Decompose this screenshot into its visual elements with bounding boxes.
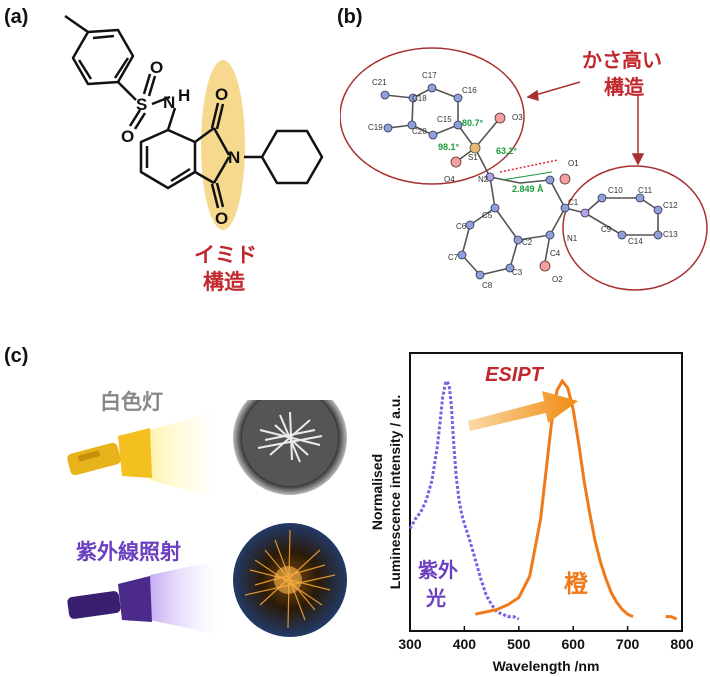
atom-label: C20 (412, 127, 427, 136)
atom-label: C8 (482, 281, 493, 290)
luminescence-spectrum-chart: 300 400 500 600 700 800 Wavelength /nm Normal… (369, 352, 694, 674)
atom-label: C6 (456, 222, 467, 231)
series-layer (408, 377, 678, 621)
atom-label: C4 (550, 249, 561, 258)
sample-white-light-photo (233, 400, 347, 495)
uv-lamp-label: 紫外線照射 (76, 540, 181, 564)
structure-diagram-a: S N H O O O O N (64, 14, 324, 230)
atom-s: S (136, 95, 147, 114)
atom-o-sulfonyl-1: O (150, 58, 163, 77)
series-line-3 (665, 615, 678, 621)
esipt-label: ESIPT (485, 364, 545, 386)
x-axis-ticks: 300 400 500 600 700 800 (398, 626, 694, 652)
white-lamp-label: 白色灯 (100, 390, 163, 414)
atom-n-imide: N (228, 148, 240, 167)
uv-light-label-line1: 紫外 (418, 558, 458, 582)
angle-label-3: 63.2° (496, 146, 518, 156)
atom-label: C16 (462, 86, 477, 95)
hbond-distance-label: 2.849 Å (512, 184, 544, 194)
x-tick-label: 400 (453, 636, 477, 652)
series-line-2 (474, 378, 634, 618)
atom-label: N1 (567, 234, 578, 243)
bulky-circle-tosyl (340, 47, 525, 185)
atom-label: C12 (663, 201, 678, 210)
bulky-label: かさ高い (582, 48, 662, 72)
atom-label: C9 (601, 225, 612, 234)
bulky-circle-cyclohexyl (562, 165, 708, 291)
y-axis-title-line2: Luminescence intensity / a.u. (387, 395, 403, 590)
panel-label-a: (a) (4, 6, 29, 28)
atom-label: C13 (663, 230, 678, 239)
arrows (526, 81, 645, 166)
atom-label: C2 (522, 238, 533, 247)
atom-o-carbonyl-2: O (215, 209, 228, 228)
atom-o-sulfonyl-2: O (121, 127, 134, 146)
panel-label-b: (b) (337, 6, 363, 28)
atom-n-amide: N (163, 93, 175, 112)
x-tick-label: 800 (670, 636, 694, 652)
plot-frame (409, 352, 683, 632)
x-tick-label: 700 (616, 636, 640, 652)
atom-label: C11 (638, 186, 653, 195)
atom-label: C10 (608, 186, 623, 195)
x-axis-title: Wavelength /nm (493, 658, 600, 674)
atom-labels: C21 C17 C16 C18 C15 O3 C19 C20 S1 O4 N2 … (368, 71, 678, 290)
atom-label: S1 (468, 153, 478, 162)
atom-label: C17 (422, 71, 437, 80)
angle-label-1: 80.7° (462, 118, 484, 128)
imide-label: イミド (194, 243, 257, 267)
atom-label: C14 (628, 237, 643, 246)
imide-structure-label: 構造 (203, 270, 245, 294)
x-tick-label: 300 (398, 636, 422, 652)
uv-flashlight-icon (67, 560, 220, 635)
crystal-structure-b: C21 C17 C16 C18 C15 O3 C19 C20 S1 O4 N2 … (340, 47, 708, 291)
atom-label: C3 (512, 268, 523, 277)
angle-label-2: 98.1° (438, 142, 460, 152)
bulky-structure-label: 構造 (604, 75, 644, 99)
white-flashlight-icon (67, 410, 220, 500)
uv-light-label-line2: 光 (425, 586, 446, 610)
x-tick-label: 600 (562, 636, 586, 652)
lamps-and-samples (67, 400, 347, 637)
orange-label: 橙 (564, 570, 589, 598)
atom-label: C1 (568, 198, 579, 207)
atom-label: C15 (437, 115, 452, 124)
esipt-arrow-icon (468, 391, 578, 431)
atom-label: C18 (412, 94, 427, 103)
y-axis-title-line1: Normalised (369, 454, 385, 530)
atom-label: O3 (512, 113, 523, 122)
sample-uv-light-photo (233, 523, 347, 637)
atom-label: N2 (478, 175, 489, 184)
atom-label: O4 (444, 175, 455, 184)
atom-label: C5 (482, 211, 493, 220)
atom-label: C19 (368, 123, 383, 132)
atom-label: C7 (448, 253, 459, 262)
atom-label: O1 (568, 159, 579, 168)
x-tick-label: 500 (507, 636, 531, 652)
atom-o-carbonyl-1: O (215, 85, 228, 104)
atom-label: C21 (372, 78, 387, 87)
panel-label-c: (c) (4, 345, 29, 367)
atom-label: O2 (552, 275, 563, 284)
atom-h: H (178, 86, 190, 105)
